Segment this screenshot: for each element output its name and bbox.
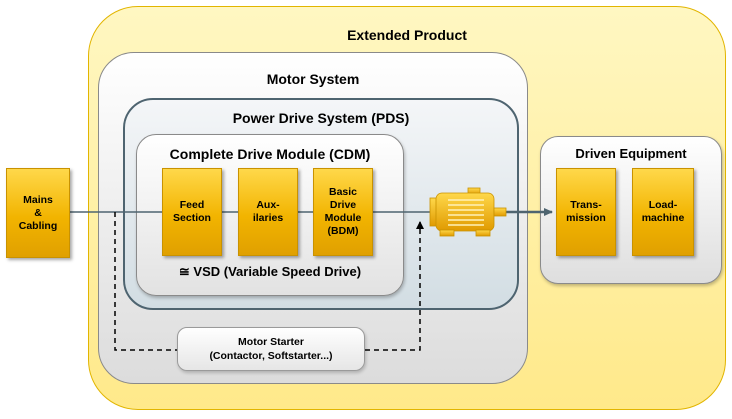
feed-section-block: Feed Section <box>162 168 222 256</box>
electric-motor-icon <box>429 187 507 237</box>
transmission-line2: mission <box>566 212 606 224</box>
motor-starter-box: Motor Starter (Contactor, Softstarter...… <box>177 327 365 371</box>
auxiliaries-block: Aux- ilaries <box>238 168 298 256</box>
bdm-line1: Basic <box>328 186 358 198</box>
mains-line2: & <box>34 206 42 219</box>
load-machine-block: Load- machine <box>632 168 694 256</box>
cdm-title: Complete Drive Module (CDM) <box>169 146 371 162</box>
auxiliaries-line1: Aux- <box>256 199 280 211</box>
load-machine-line1: Load- <box>648 199 678 211</box>
feed-section-line2: Section <box>173 212 211 224</box>
bdm-line3: Module <box>324 212 362 224</box>
bdm-line2: Drive <box>329 199 357 211</box>
auxiliaries-line2: ilaries <box>252 212 284 224</box>
feed-section-line1: Feed <box>179 199 205 211</box>
motor-starter-subtitle: (Contactor, Softstarter...) <box>209 350 333 362</box>
motor-starter-title: Motor Starter <box>238 336 304 348</box>
bdm-block: Basic Drive Module (BDM) <box>313 168 373 256</box>
driven-equipment-title: Driven Equipment <box>575 146 687 161</box>
bdm-line4: (BDM) <box>327 225 359 237</box>
transmission-block: Trans- mission <box>556 168 616 256</box>
mains-line3: Cabling <box>18 219 58 232</box>
starter-dashed-right <box>365 221 424 351</box>
load-machine-line2: machine <box>641 212 685 224</box>
starter-dashed-left <box>114 212 177 351</box>
transmission-line1: Trans- <box>570 199 602 211</box>
mains-line1: Mains <box>23 193 53 206</box>
extended-product-title: Extended Product <box>347 27 467 43</box>
mains-cabling-block: Mains & Cabling <box>6 168 70 258</box>
vsd-note: ≅ VSD (Variable Speed Drive) <box>178 264 362 279</box>
pds-title: Power Drive System (PDS) <box>232 110 410 126</box>
motor-system-title: Motor System <box>266 71 360 87</box>
